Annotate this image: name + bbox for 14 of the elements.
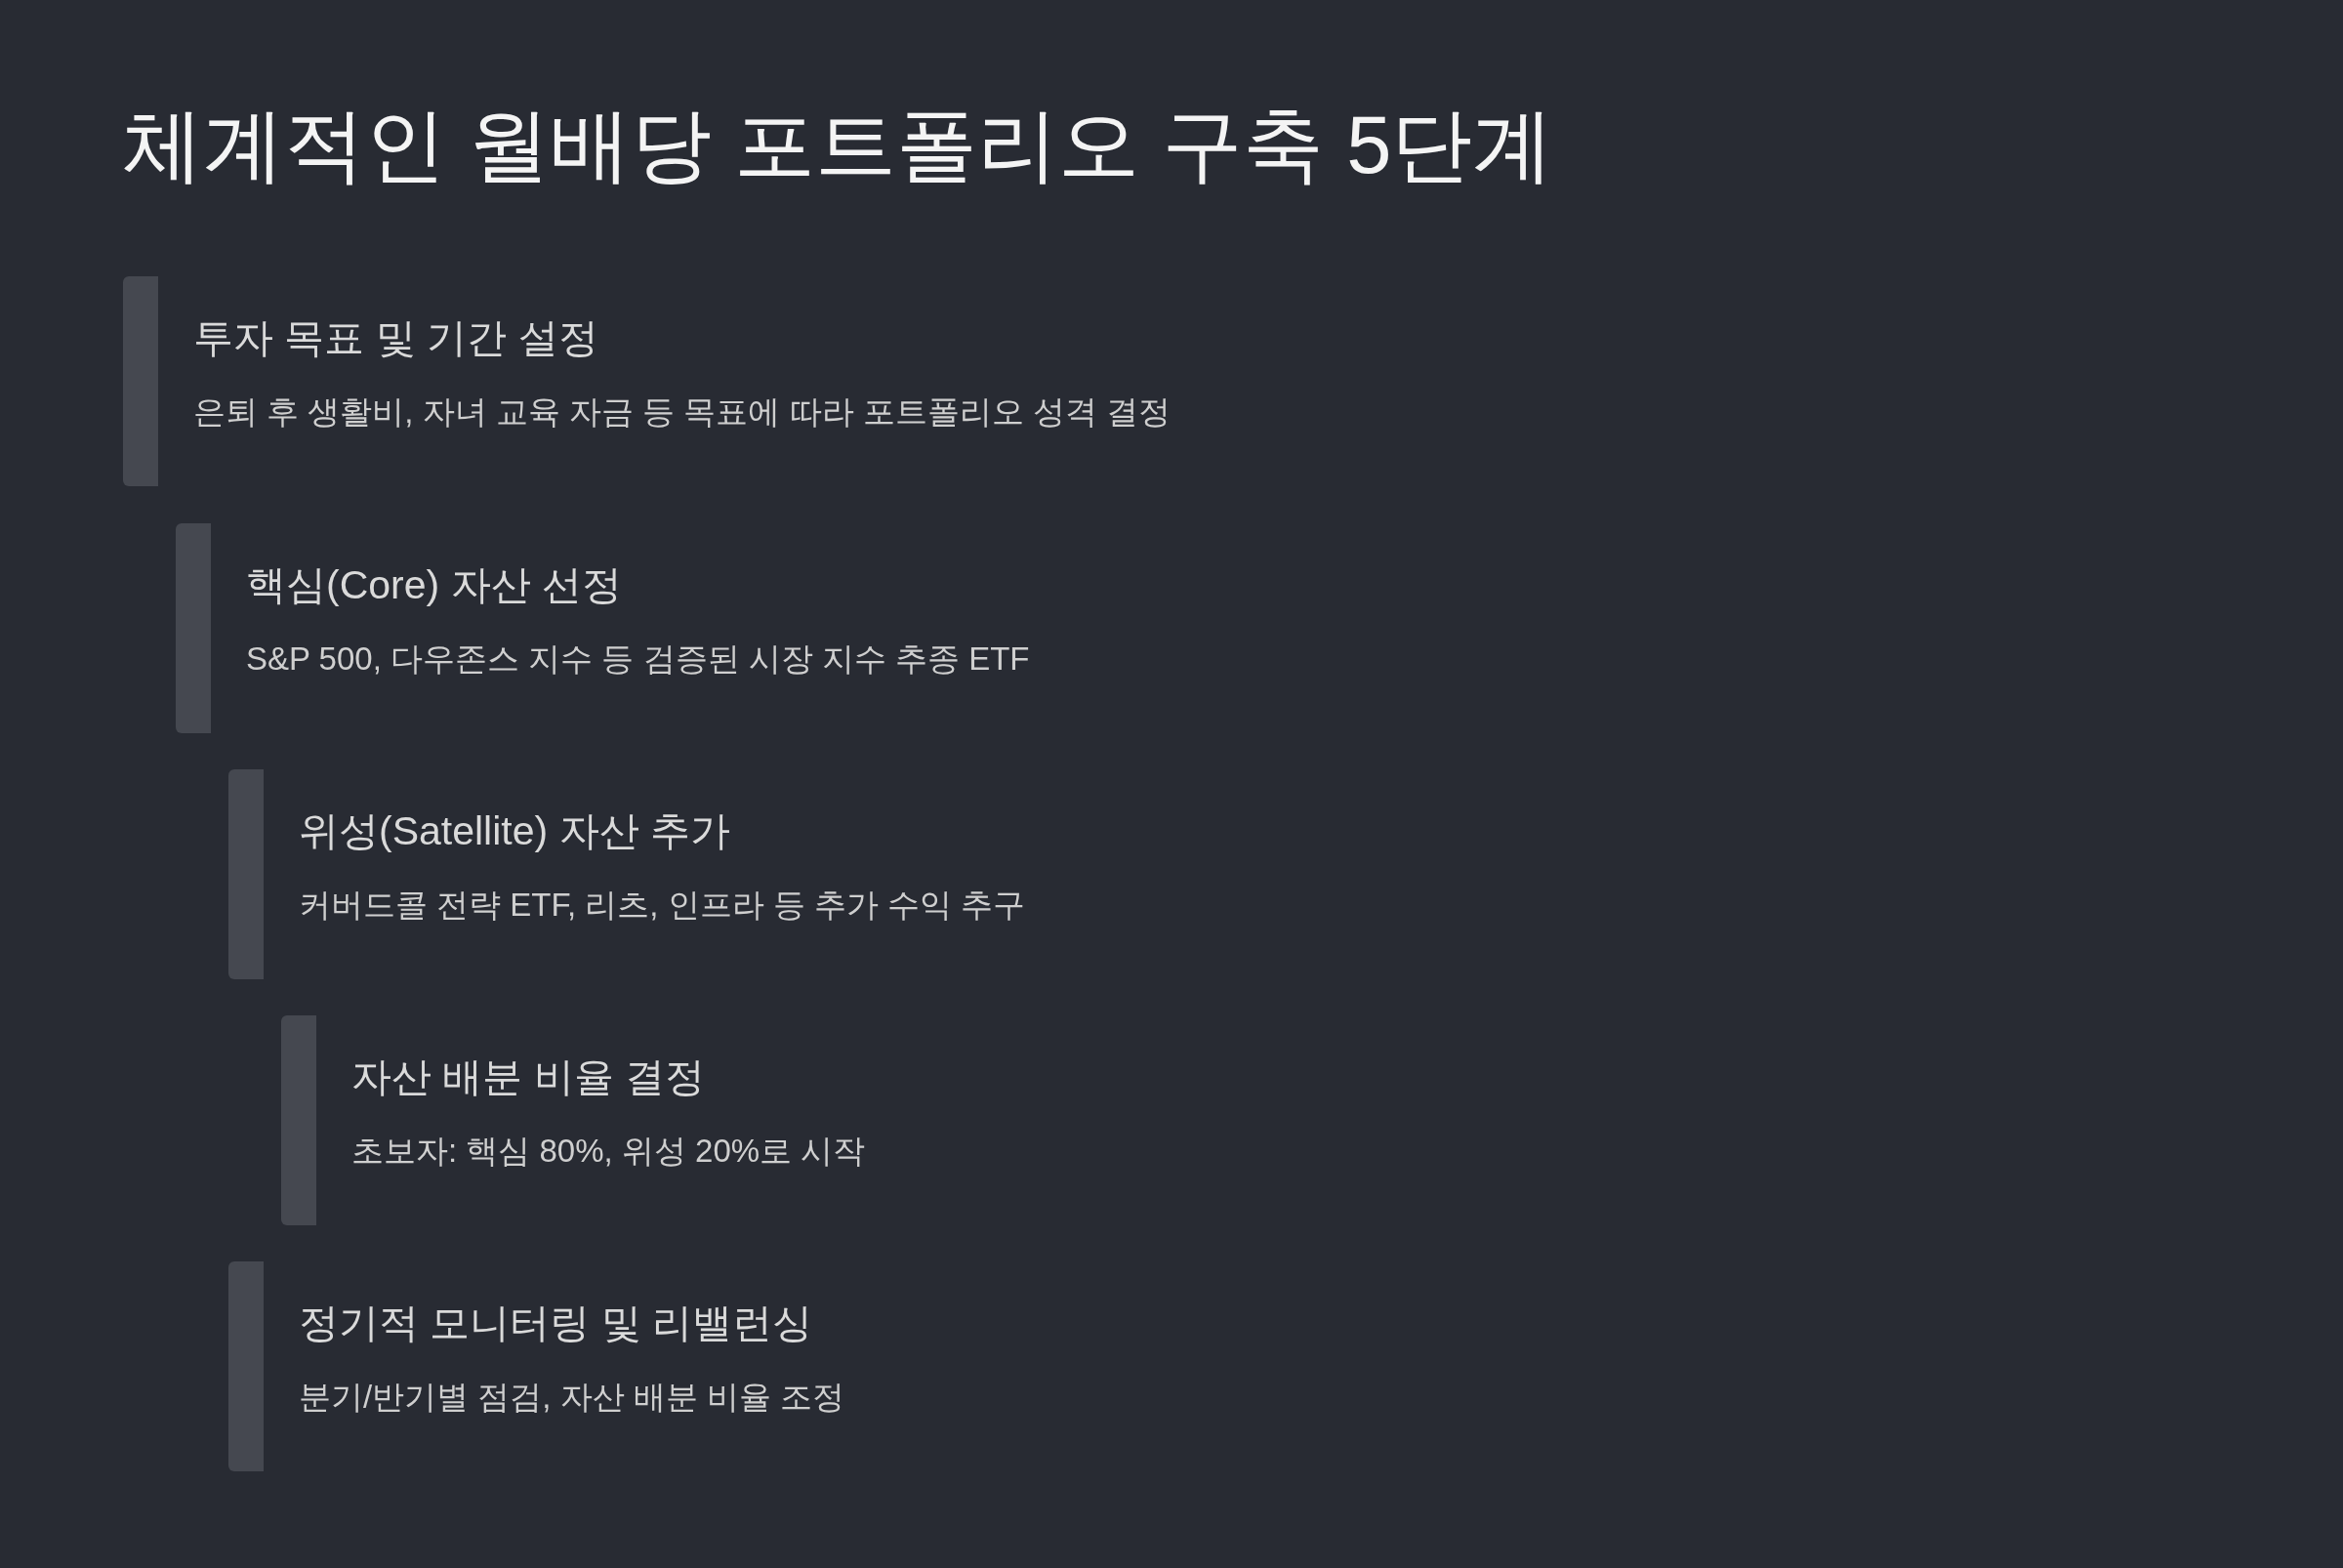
step-heading: 정기적 모니터링 및 리밸런싱 [299, 1300, 814, 1347]
step-heading: 핵심(Core) 자산 선정 [246, 561, 623, 609]
step-block [176, 523, 1030, 733]
step-description: 커버드콜 전략 ETF, 리츠, 인프라 등 추가 수익 추구 [299, 886, 1026, 925]
step-heading: 투자 목표 및 기간 설정 [193, 314, 599, 362]
step-description: 은퇴 후 생활비, 자녀 교육 자금 등 목표에 따라 포트폴리오 성격 결정 [193, 392, 1172, 432]
step-block [228, 769, 1026, 979]
step-description: S&P 500, 다우존스 지수 등 검증된 시장 지수 추종 ETF [246, 640, 1030, 679]
step-description: 분기/반기별 점검, 자산 배분 비율 조정 [299, 1378, 845, 1417]
step-heading: 위성(Satellite) 자산 추가 [299, 807, 731, 855]
step-description: 초보자: 핵심 80%, 위성 20%로 시작 [351, 1132, 866, 1171]
title: 체계적인 월배당 포트폴리오 구축 5단계 [122, 99, 1554, 192]
step-heading: 자산 배분 비율 결정 [351, 1053, 707, 1101]
step-block [281, 1015, 866, 1225]
